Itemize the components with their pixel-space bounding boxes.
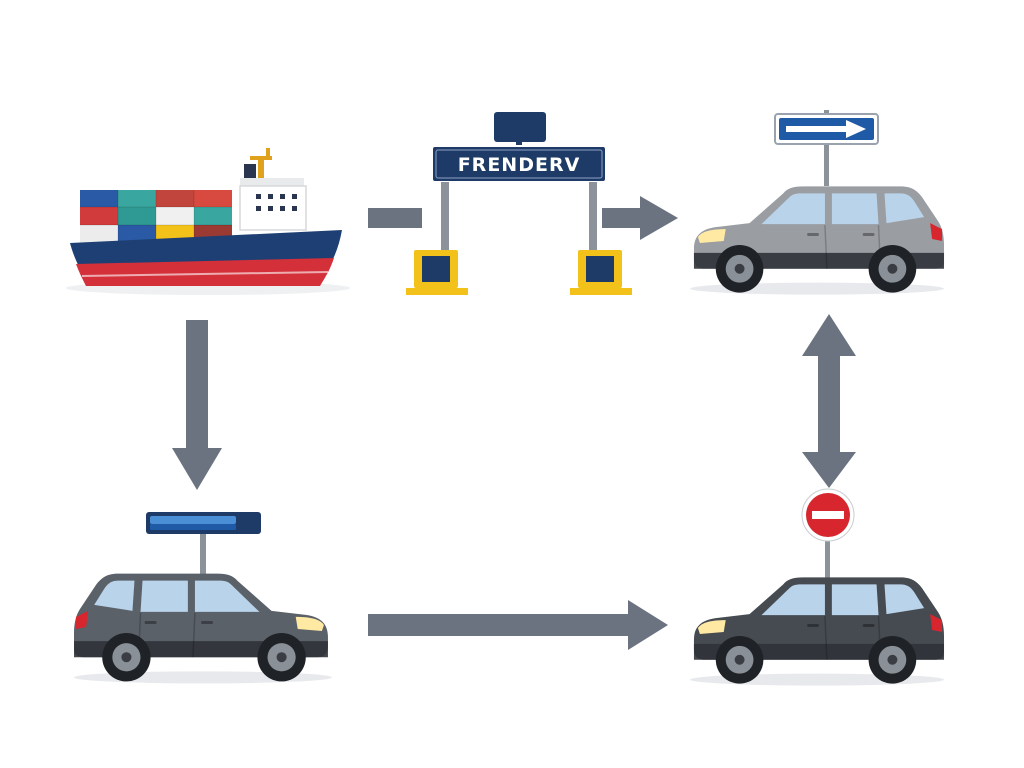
gate-left-post	[441, 182, 449, 254]
blue-bar-sign-icon	[146, 512, 261, 576]
arrow-ship-to-car-bottom-left	[172, 320, 222, 490]
ship-hull-stripe	[76, 258, 334, 286]
car-top-right	[689, 185, 945, 295]
car-bottom-right	[689, 576, 945, 686]
gate-right-post	[589, 182, 597, 254]
car-bottom-left	[73, 572, 333, 684]
gate-top-panel	[494, 112, 546, 142]
gate-sign-text: FRENDERV	[458, 154, 581, 176]
double-arrow-vertical-right	[802, 314, 856, 488]
checkpoint-gate-icon: FRENDERV	[406, 112, 632, 295]
cargo-containers	[80, 190, 232, 243]
container-ship-icon	[66, 148, 350, 295]
ship-bridge	[239, 148, 307, 231]
arrow-bottom-left-to-bottom-right	[368, 600, 668, 650]
gate-sign-board	[431, 145, 607, 183]
no-entry-sign-icon	[801, 488, 855, 578]
right-arrow-sign-icon	[774, 110, 879, 186]
gate-left-base	[406, 250, 468, 295]
gate-right-base	[570, 250, 632, 295]
arrow-gate-to-car	[602, 196, 678, 240]
edge-ship-to-gate	[368, 208, 422, 228]
